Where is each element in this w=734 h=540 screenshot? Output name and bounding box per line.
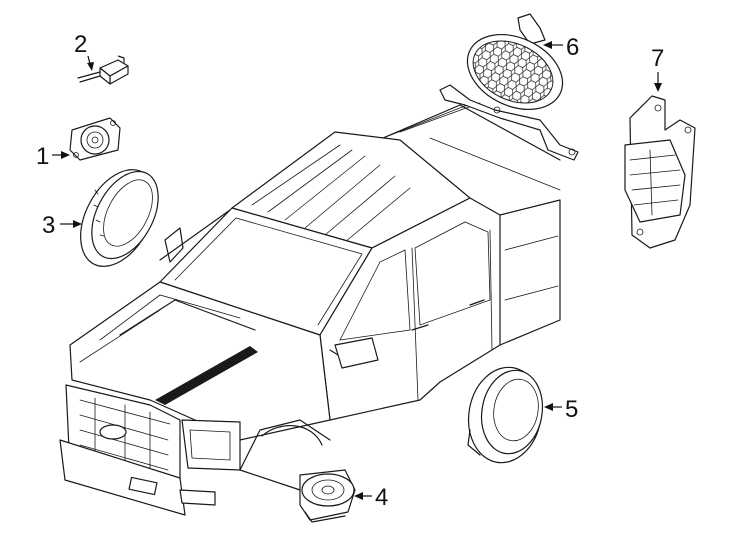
callout-6: 6: [543, 34, 579, 61]
pickup-truck-illustration: [59, 102, 561, 516]
callout-7: 7: [651, 45, 664, 92]
callout-4-number: 4: [375, 484, 388, 511]
part-2-connector: [77, 55, 129, 85]
part-5-speaker: [467, 366, 544, 464]
callout-2-number: 2: [74, 31, 87, 58]
callout-5: 5: [544, 396, 578, 423]
part-6-subwoofer: [439, 13, 579, 161]
callout-7-number: 7: [651, 45, 664, 72]
callout-1-number: 1: [36, 143, 49, 170]
part-4-speaker: [299, 469, 356, 523]
callout-2: 2: [74, 31, 94, 71]
part-3-speaker: [80, 169, 159, 267]
part-7-amplifier: [624, 95, 696, 249]
callout-3: 3: [42, 212, 82, 239]
callout-3-number: 3: [42, 212, 55, 239]
part-1-bracket: [69, 117, 121, 161]
callout-4: 4: [354, 484, 388, 511]
callout-6-number: 6: [566, 34, 579, 61]
callout-1: 1: [36, 143, 70, 170]
callout-5-number: 5: [565, 396, 578, 423]
